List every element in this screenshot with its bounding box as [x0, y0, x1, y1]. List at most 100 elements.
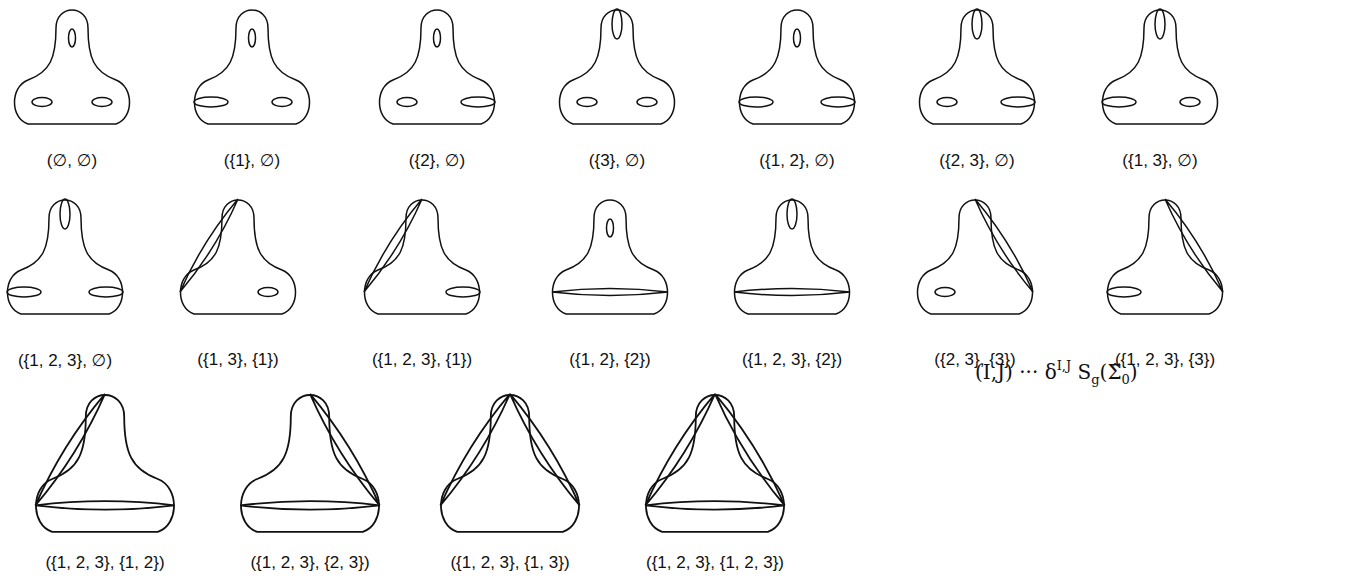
- surface-figure: [739, 10, 855, 124]
- boundary-curve: [821, 97, 855, 107]
- boundary-curve: [249, 29, 256, 47]
- boundary-curve: [937, 98, 957, 107]
- band-curve: [240, 501, 379, 509]
- boundary-curve: [935, 288, 955, 297]
- surface-outline: [735, 200, 850, 314]
- surface-outline: [560, 10, 675, 124]
- boundary-curve: [60, 199, 70, 229]
- boundary-curve: [92, 98, 112, 107]
- boundary-curve: [434, 29, 441, 47]
- surface-outline: [1108, 200, 1223, 314]
- band-curve: [715, 394, 785, 506]
- figure-caption: ({1, 3}, {1}): [197, 350, 278, 370]
- surface-outline: [8, 200, 123, 314]
- boundary-curve: [612, 9, 622, 39]
- figure-caption: ({1, 2, 3}, {2, 3}): [250, 553, 369, 573]
- boundary-curve: [194, 97, 228, 107]
- band-curve: [35, 501, 174, 509]
- figure-caption: ({1, 2, 3}, {1}): [372, 350, 472, 370]
- band-curve: [440, 394, 510, 506]
- surface-figure: [380, 10, 496, 124]
- surface-outline: [920, 10, 1035, 124]
- figure-caption: ({1, 3}, ∅): [1122, 150, 1197, 171]
- surface-outline: [380, 10, 495, 124]
- figure-caption: (∅, ∅): [47, 150, 97, 171]
- surface-figure: [440, 394, 579, 532]
- surface-outline: [365, 200, 480, 314]
- boundary-curve: [607, 219, 614, 237]
- figure-caption: ({1, 2}, ∅): [759, 150, 834, 171]
- surface-outline: [181, 200, 296, 314]
- figure-caption: ({1, 2, 3}, {1, 2, 3}): [646, 553, 784, 573]
- note-text: I,J: [1057, 358, 1071, 373]
- surface-figure: [364, 199, 480, 314]
- boundary-curve: [787, 199, 797, 229]
- surface-figure: [1107, 199, 1223, 314]
- surface-outline: [553, 200, 668, 314]
- band-curve: [975, 199, 1033, 292]
- note-text: (Σ̃: [1100, 360, 1122, 384]
- surface-figure: [240, 394, 379, 532]
- surface-figure: [1102, 9, 1218, 124]
- figure-caption: ({1}, ∅): [224, 150, 280, 171]
- surface-outline: [195, 10, 310, 124]
- boundary-curve: [69, 29, 76, 47]
- boundary-curve: [7, 287, 41, 297]
- note-text: ): [1130, 360, 1138, 384]
- figure-caption: ({1, 2, 3}, {2}): [742, 350, 842, 370]
- surface-figure: [918, 199, 1034, 314]
- surface-outline: [15, 10, 130, 124]
- boundary-curve: [794, 29, 801, 47]
- boundary-curve: [1155, 9, 1165, 39]
- boundary-curve: [461, 97, 495, 107]
- band-curve: [510, 394, 580, 506]
- surface-figure: [7, 199, 123, 314]
- band-curve: [645, 394, 715, 506]
- boundary-curve: [258, 288, 278, 297]
- boundary-curve: [1001, 97, 1035, 107]
- boundary-curve: [272, 98, 292, 107]
- boundary-curve: [89, 287, 123, 297]
- surface-figure: [734, 199, 850, 314]
- boundary-curve: [446, 287, 480, 297]
- boundary-curve: [1180, 98, 1200, 107]
- surface-figure: [560, 9, 675, 124]
- boundary-curve: [1107, 287, 1141, 297]
- surface-figure: [15, 10, 130, 124]
- figure-caption: ({3}, ∅): [589, 150, 645, 171]
- boundary-curve: [1102, 97, 1136, 107]
- band-curve: [180, 199, 238, 292]
- band-curve: [552, 289, 668, 296]
- figure-caption: ({1, 2, 3}, {1, 2}): [45, 553, 164, 573]
- band-curve: [1165, 199, 1223, 292]
- note-text: 0: [1122, 372, 1130, 387]
- figure-caption: ({2, 3}, ∅): [939, 150, 1014, 171]
- surface-figure: [35, 394, 174, 532]
- band-curve: [734, 289, 850, 296]
- figure-caption: ({1, 2, 3}, {1, 3}): [450, 553, 569, 573]
- band-curve: [645, 501, 784, 509]
- surface-figure: [645, 394, 784, 532]
- surface-figure: [180, 199, 296, 314]
- note-text: (I,J) ··· δ: [975, 360, 1057, 384]
- band-curve: [310, 394, 380, 506]
- surface-figure: [920, 9, 1036, 124]
- legend-note: (I,J) ··· δI,J Sg(Σ̃0): [975, 358, 1138, 387]
- boundary-curve: [32, 98, 52, 107]
- figure-caption: ({2}, ∅): [409, 150, 465, 171]
- figure-caption: ({1, 2, 3}, ∅): [18, 350, 112, 371]
- surface-outline: [918, 200, 1033, 314]
- surface-figure: [194, 10, 310, 124]
- boundary-curve: [577, 98, 597, 107]
- note-text: S: [1071, 360, 1091, 384]
- boundary-curve: [739, 97, 773, 107]
- figure-caption: ({1, 2}, {2}): [569, 350, 650, 370]
- surface-figure: [552, 200, 668, 314]
- surface-outline: [740, 10, 855, 124]
- boundary-curve: [397, 98, 417, 107]
- surface-outline: [1103, 10, 1218, 124]
- note-text: g: [1091, 372, 1099, 387]
- band-curve: [35, 394, 105, 506]
- boundary-curve: [637, 98, 657, 107]
